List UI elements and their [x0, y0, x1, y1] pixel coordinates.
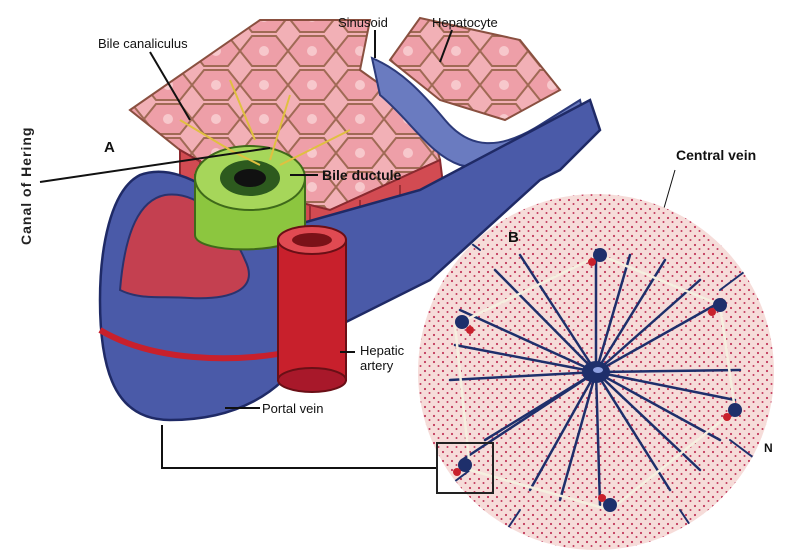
panel-a-label: A [104, 140, 115, 155]
corner-mark: N [764, 442, 773, 454]
hepatic-artery [278, 226, 346, 392]
canal-of-hering-label: Canal of Hering [18, 127, 34, 245]
panel-b-lobule [418, 194, 774, 550]
portal-vein-label: Portal vein [262, 402, 323, 415]
bile-canaliculus-label: Bile canaliculus [98, 37, 188, 50]
central-vein-label: Central vein [676, 148, 756, 162]
panel-b-label: B [508, 230, 519, 245]
bile-ductule-label: Bile ductule [322, 168, 401, 182]
sinusoid-label: Sinusoid [338, 16, 388, 29]
hepatocyte-label: Hepatocyte [432, 16, 498, 29]
hepatic-artery-label: Hepatic artery [360, 343, 404, 373]
